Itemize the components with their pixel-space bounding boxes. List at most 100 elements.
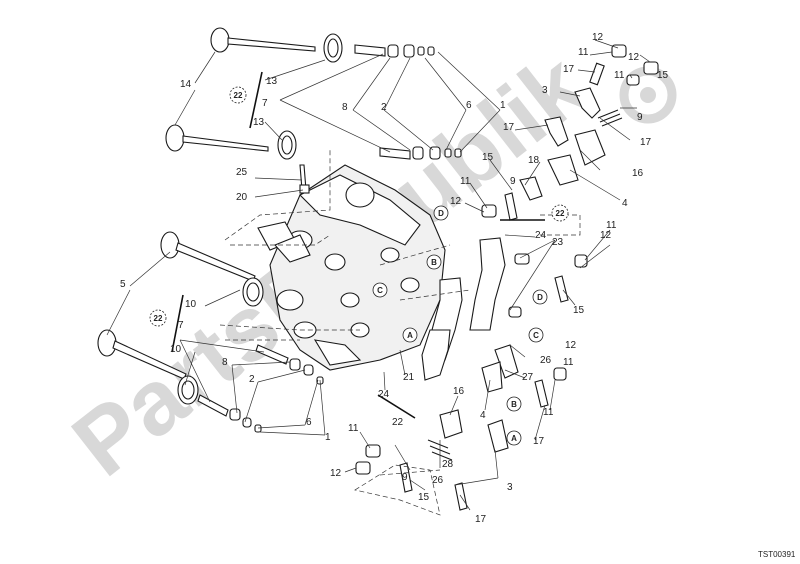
circled-label-d-1: D bbox=[433, 205, 449, 221]
callout-17: 17 bbox=[533, 436, 545, 447]
circled-labels: 22 22 22 D B C A D bbox=[149, 86, 569, 446]
exhaust-valve-upper bbox=[160, 231, 256, 282]
circled-label-22-left: 22 bbox=[149, 309, 167, 327]
callout-12: 12 bbox=[450, 196, 462, 207]
callout-16: 16 bbox=[453, 386, 465, 397]
callout-5: 5 bbox=[120, 279, 126, 290]
callout-13: 13 bbox=[253, 117, 265, 128]
callout-6: 6 bbox=[306, 417, 312, 428]
callout-10: 10 bbox=[170, 344, 182, 355]
svg-text:D: D bbox=[537, 293, 543, 302]
callout-24: 24 bbox=[535, 230, 547, 241]
svg-text:A: A bbox=[407, 331, 413, 340]
exhaust-seat-upper bbox=[242, 277, 264, 307]
svg-text:B: B bbox=[511, 400, 517, 409]
callout-14: 14 bbox=[180, 79, 192, 90]
svg-text:C: C bbox=[377, 286, 383, 295]
circled-label-b-1: B bbox=[426, 254, 442, 270]
callout-7: 7 bbox=[262, 98, 268, 109]
circled-label-c-2: C bbox=[528, 327, 544, 343]
callout-17: 17 bbox=[563, 64, 575, 75]
callout-7: 7 bbox=[178, 320, 184, 331]
callout-2: 2 bbox=[381, 102, 387, 113]
rocker-arm-top-1 bbox=[574, 44, 659, 119]
circled-label-a-1: A bbox=[402, 327, 418, 343]
valve-seat-upper bbox=[323, 33, 343, 63]
callout-19: 18 bbox=[528, 155, 540, 166]
drawing-code: TST00391 bbox=[758, 550, 796, 559]
exhaust-valve-lower bbox=[97, 329, 187, 380]
callout-15: 15 bbox=[573, 305, 585, 316]
dashed-lines bbox=[219, 150, 581, 516]
bearing-caps bbox=[421, 237, 506, 381]
callout-12: 12 bbox=[600, 230, 612, 241]
svg-text:B: B bbox=[431, 258, 437, 267]
callout-15: 15 bbox=[418, 492, 430, 503]
callout-11: 11 bbox=[614, 70, 625, 81]
rocker-arm-lower bbox=[481, 306, 567, 453]
callout-28: 28 bbox=[442, 459, 454, 470]
callout-20: 20 bbox=[236, 192, 248, 203]
callout-23: 23 bbox=[552, 237, 564, 248]
callout-11: 11 bbox=[578, 47, 589, 58]
callout-26: 26 bbox=[540, 355, 552, 366]
callout-9: 9 bbox=[510, 176, 516, 187]
callout-15: 15 bbox=[482, 152, 494, 163]
circled-label-c-1: C bbox=[372, 282, 388, 298]
svg-text:22: 22 bbox=[556, 209, 565, 218]
svg-text:D: D bbox=[438, 209, 444, 218]
leader-lines bbox=[106, 39, 651, 511]
callout-1: 1 bbox=[500, 100, 506, 111]
callout-12: 12 bbox=[565, 340, 577, 351]
svg-text:22: 22 bbox=[234, 91, 243, 100]
callout-17: 17 bbox=[475, 514, 487, 525]
callout-11: 11 bbox=[348, 423, 359, 434]
callout-11: 11 bbox=[606, 220, 617, 231]
svg-text:A: A bbox=[511, 434, 517, 443]
rocker-arm-right bbox=[554, 254, 588, 303]
callout-17: 17 bbox=[503, 122, 515, 133]
callout-11: 11 bbox=[460, 176, 471, 187]
callout-25: 25 bbox=[236, 167, 248, 178]
rocker-arm-top-2 bbox=[544, 116, 606, 186]
callout-1: 1 bbox=[325, 432, 331, 443]
callout-11: 11 bbox=[563, 357, 574, 368]
callout-13: 13 bbox=[266, 76, 278, 87]
callout-3: 3 bbox=[542, 85, 548, 96]
cylinder-head bbox=[257, 164, 446, 371]
callout-15: 15 bbox=[657, 70, 669, 81]
callouts: 12 11 12 17 11 15 14 13 3 6 1 7 8 2 9 13… bbox=[120, 32, 669, 525]
callout-4: 4 bbox=[622, 198, 628, 209]
circled-label-22-top: 22 bbox=[229, 86, 247, 104]
valve-guide-left-lower bbox=[197, 394, 262, 433]
stud-bolt bbox=[299, 164, 310, 194]
valve-seat-lower bbox=[277, 130, 297, 160]
rocker-arm-middle bbox=[481, 176, 543, 265]
callout-8: 8 bbox=[222, 357, 228, 368]
callout-8: 8 bbox=[342, 102, 348, 113]
exhaust-seat-lower bbox=[177, 375, 199, 405]
callout-9: 9 bbox=[637, 112, 643, 123]
callout-6: 6 bbox=[466, 100, 472, 111]
callout-4: 4 bbox=[480, 410, 486, 421]
callout-24: 24 bbox=[378, 389, 390, 400]
callout-12: 12 bbox=[628, 52, 640, 63]
callout-9: 9 bbox=[402, 472, 408, 483]
callout-10: 10 bbox=[185, 299, 197, 310]
circled-label-b-2: B bbox=[506, 396, 522, 412]
group-brackets bbox=[171, 71, 545, 419]
circled-label-22-right: 22 bbox=[551, 204, 569, 222]
intake-valve-lower bbox=[165, 124, 269, 152]
callout-3: 3 bbox=[507, 482, 513, 493]
callout-22: 22 bbox=[392, 417, 404, 428]
callout-27: 27 bbox=[522, 372, 534, 383]
svg-text:22: 22 bbox=[154, 314, 163, 323]
intake-valve-upper bbox=[210, 27, 316, 53]
callout-12: 12 bbox=[592, 32, 604, 43]
callout-16: 16 bbox=[632, 168, 644, 179]
valve-guide-left-upper bbox=[255, 344, 324, 385]
callout-18: 17 bbox=[640, 137, 652, 148]
valve-guide-mid bbox=[379, 146, 462, 160]
callout-11: 11 bbox=[543, 407, 554, 418]
